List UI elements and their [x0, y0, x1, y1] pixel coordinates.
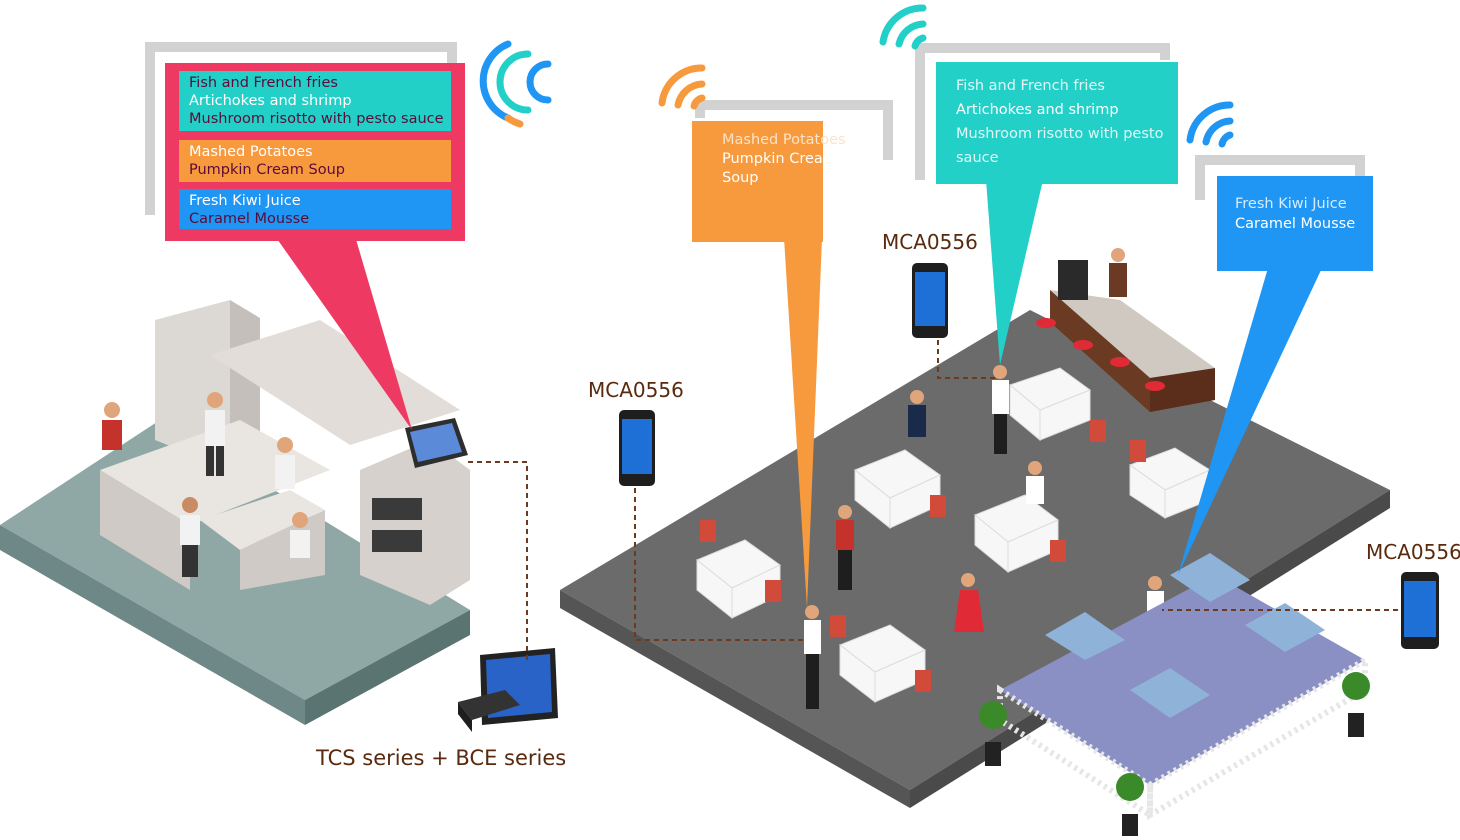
kitchen-tablet	[405, 418, 468, 468]
order-bubble-blue: Fresh Kiwi Juice Caramel Mousse	[1217, 176, 1373, 271]
order-item: Pumpkin Cream	[722, 151, 837, 167]
device-label-right: MCA0556	[1366, 540, 1460, 564]
bar-counter	[1050, 248, 1215, 412]
wifi-icon-teal	[879, 4, 927, 50]
order-item: Caramel Mousse	[1235, 216, 1356, 232]
patio	[997, 553, 1368, 821]
product-caption: TCS series + BCE series	[316, 746, 567, 770]
order-item: Mashed Potatoes	[722, 132, 846, 148]
order-item: Artichokes and shrimp	[189, 93, 352, 109]
handheld-device-right	[1401, 572, 1439, 649]
kitchen-order-group-main: Fish and French fries Artichokes and shr…	[179, 71, 451, 131]
wifi-icon-blue	[1186, 101, 1234, 148]
bubble-shadows	[145, 42, 1365, 215]
potted-plants	[979, 672, 1370, 836]
wifi-icon-orange	[658, 64, 706, 110]
handheld-device-left	[619, 410, 655, 486]
order-item: sauce	[956, 150, 999, 166]
order-item: Pumpkin Cream Soup	[189, 162, 346, 178]
order-item: Fresh Kiwi Juice	[189, 193, 301, 209]
kitchen-order-group-dessert: Fresh Kiwi Juice Caramel Mousse	[179, 189, 451, 229]
bar-stools	[1036, 318, 1165, 391]
device-label-left: MCA0556	[588, 378, 684, 402]
device-label-center: MCA0556	[882, 230, 978, 254]
order-item: Caramel Mousse	[189, 211, 310, 227]
chairs	[700, 420, 1146, 692]
dining-tables	[696, 367, 1212, 704]
order-bubble-teal: Fish and French fries Artichokes and shr…	[936, 62, 1178, 184]
order-item: Fish and French fries	[189, 75, 338, 91]
order-bubble-orange: Mashed Potatoes Pumpkin Cream Soup	[692, 121, 846, 242]
wifi-icon-kitchen	[479, 40, 552, 128]
order-item: Mashed Potatoes	[189, 144, 313, 160]
order-item: Fish and French fries	[956, 78, 1105, 94]
connection-lines	[468, 340, 1398, 660]
order-item: Artichokes and shrimp	[956, 102, 1119, 118]
order-item: Soup	[722, 170, 759, 186]
kitchen-order-group-soup: Mashed Potatoes Pumpkin Cream Soup	[179, 140, 451, 182]
kitchen-staff	[102, 392, 310, 577]
kitchen-order-card: Fish and French fries Artichokes and shr…	[165, 63, 465, 241]
handheld-device-center	[912, 263, 948, 338]
panel-pc	[458, 648, 558, 732]
order-item: Fresh Kiwi Juice	[1235, 196, 1347, 212]
order-item: Mushroom risotto with pesto sauce	[189, 111, 444, 127]
order-item: Mushroom risotto with pesto	[956, 126, 1164, 142]
bubble-tails	[275, 180, 1322, 608]
